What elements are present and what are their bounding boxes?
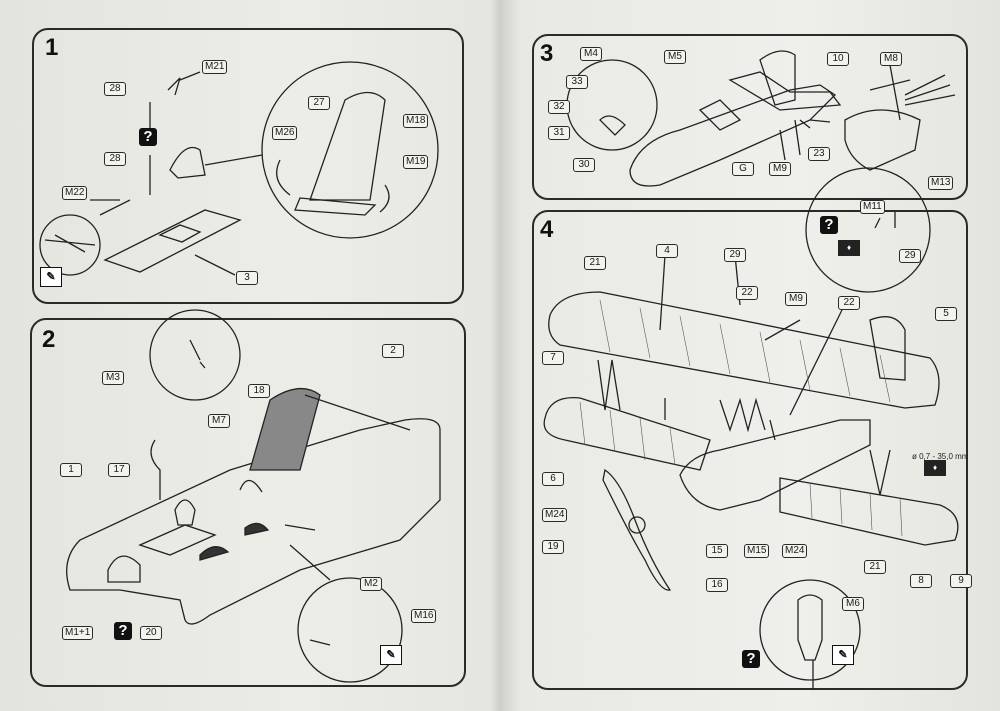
glue-icon: ✎ (832, 645, 854, 665)
part-label-8: 8 (910, 574, 932, 588)
part-label-10: 10 (827, 52, 849, 66)
part-label-5: 5 (935, 307, 957, 321)
part-label-29b: 29 (724, 248, 746, 262)
step-2-number: 2 (42, 326, 56, 353)
part-label-m9: M9 (769, 162, 791, 176)
part-label-28b: 28 (104, 152, 126, 166)
detail-circle-control (149, 309, 241, 401)
step-4-number: 4 (540, 216, 554, 243)
lower-wing-left (543, 397, 711, 471)
part-label-m15: M15 (744, 544, 770, 558)
part-label-m5: M5 (664, 50, 686, 64)
part-label-m13: M13 (928, 176, 954, 190)
step-3-number: 3 (540, 40, 554, 67)
part-label-m16: M16 (411, 609, 437, 623)
glue-icon: ✎ (40, 267, 62, 287)
part-label-m19: M19 (403, 155, 429, 169)
step-1-number: 1 (45, 34, 59, 61)
part-label-m11: M11 (860, 200, 885, 214)
part-label-20: 20 (140, 626, 162, 640)
detail-circle-prop-blade (759, 579, 861, 681)
part-label-31: 31 (548, 126, 570, 140)
seat-drawing (169, 146, 206, 179)
part-label-m7: M7 (208, 414, 230, 428)
part-label-18: 18 (248, 384, 270, 398)
part-label-16: 16 (706, 578, 728, 592)
detail-circle-guns (566, 59, 658, 151)
upper-wing (548, 291, 940, 409)
part-label-m9: M9 (785, 292, 807, 306)
part-label-m18: M18 (403, 114, 429, 128)
part-label-m4: M4 (580, 47, 602, 61)
detail-circle-decals (805, 167, 931, 293)
part-label-m6: M6 (842, 597, 864, 611)
lower-wing-right (779, 477, 959, 546)
propeller (602, 468, 672, 591)
part-label-m26: M26 (272, 126, 298, 140)
question-icon: ? (139, 128, 157, 146)
part-label-4: 4 (656, 244, 678, 258)
fuselage-front (679, 419, 871, 511)
decal-icon: ♦ (838, 240, 860, 256)
question-icon: ? (820, 216, 838, 234)
part-label-22a: 22 (736, 286, 758, 300)
part-label-21a: 21 (584, 256, 606, 270)
part-label-30: 30 (573, 158, 595, 172)
question-icon: ? (742, 650, 760, 668)
part-label-32: 32 (548, 100, 570, 114)
part-label-2: 2 (382, 344, 404, 358)
decal-icon: ♦ (924, 460, 946, 476)
part-label-m24a: M24 (542, 508, 568, 522)
part-label-7: 7 (542, 351, 564, 365)
panel-step-1 (32, 28, 464, 304)
part-label-m21: M21 (202, 60, 228, 74)
fuselage-top-view (629, 84, 837, 187)
part-label-3: 3 (236, 271, 258, 285)
cockpit-floor (103, 209, 242, 273)
detail-circle-seat (261, 61, 439, 239)
part-label-21b: 21 (864, 560, 886, 574)
question-icon: ? (114, 622, 132, 640)
part-label-m8: M8 (880, 52, 902, 66)
fuselage-drawing (66, 418, 441, 625)
part-label-19: 19 (542, 540, 564, 554)
glue-icon: ✎ (380, 645, 402, 665)
part-label-15: 15 (706, 544, 728, 558)
part-label-m22: M22 (62, 186, 88, 200)
part-label-17: 17 (108, 463, 130, 477)
part-label-29a: 29 (899, 249, 921, 263)
part-label-m2: M2 (360, 577, 382, 591)
part-label-1: 1 (60, 463, 82, 477)
part-label-33: 33 (566, 75, 588, 89)
part-label-23: 23 (808, 147, 830, 161)
detail-circle-m16 (297, 577, 403, 683)
part-label-m3: M3 (102, 371, 124, 385)
part-label-22b: 22 (838, 296, 860, 310)
part-label-m24b: M24 (782, 544, 808, 558)
measure-note: ø 0,7 - 35,0 mm (912, 452, 969, 461)
part-label-6: 6 (542, 472, 564, 486)
part-label-m1-1: M1+1 (62, 626, 94, 640)
part-label-9: 9 (950, 574, 972, 588)
part-label-28a: 28 (104, 82, 126, 96)
part-label-27: 27 (308, 96, 330, 110)
detail-circle-panel (39, 214, 101, 276)
part-label-g: G (732, 162, 754, 176)
